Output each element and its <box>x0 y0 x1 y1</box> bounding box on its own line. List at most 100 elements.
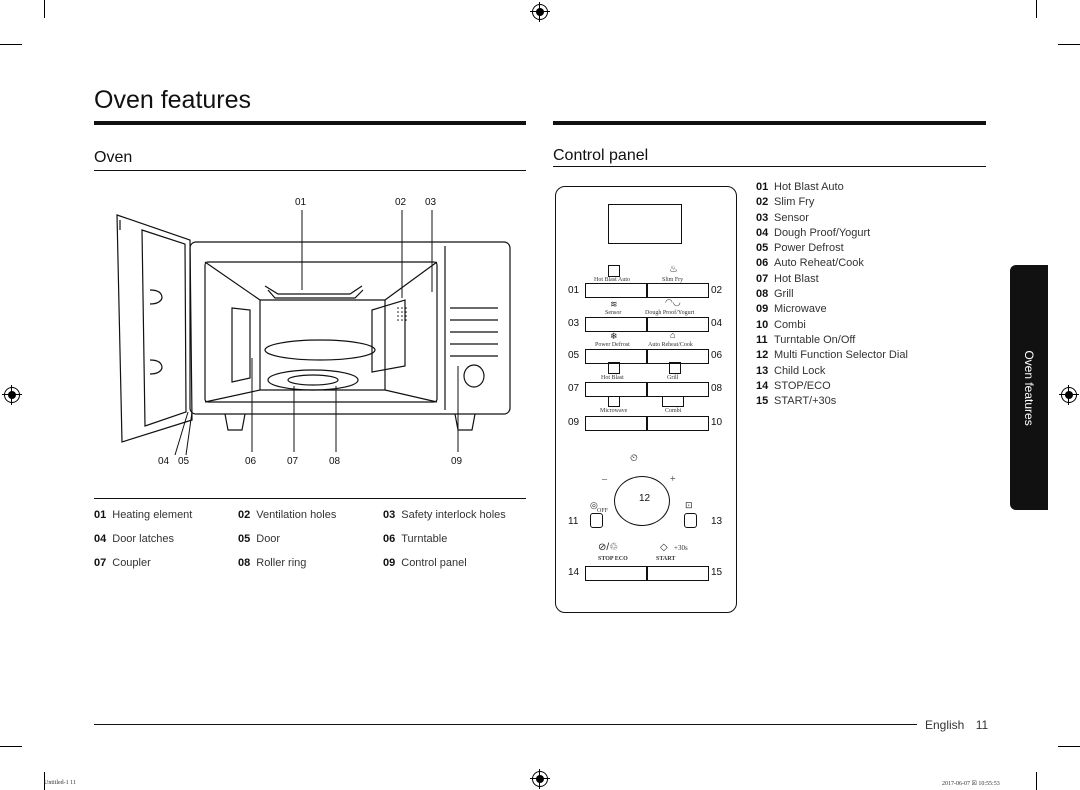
oven-callout-01: 01 <box>295 197 307 208</box>
panel-button <box>646 317 709 332</box>
registration-mark-icon <box>2 385 22 405</box>
panel-label: Slim Fry <box>662 277 684 283</box>
crop-mark <box>1036 772 1037 790</box>
stop-eco-icon: ⊘/♲ <box>598 542 619 553</box>
print-info-right: 2017-06-07 ☒ 10:55:53 <box>942 781 1000 787</box>
panel-label: Dough Proof/Yogurt <box>645 310 695 316</box>
panel-label: Hot Blast Auto <box>594 277 631 283</box>
section-divider <box>553 166 986 167</box>
dough-proof-icon: ◠◡ <box>665 297 681 307</box>
panel-callout: 10 <box>711 417 723 428</box>
panel-label: Hot Blast <box>601 375 624 381</box>
crop-mark <box>0 44 22 45</box>
panel-label: Auto Reheat/Cook <box>648 342 693 348</box>
panel-button <box>646 416 709 431</box>
crop-mark <box>1058 746 1080 747</box>
panel-button <box>646 382 709 397</box>
footer-rule <box>94 724 917 725</box>
grill-icon <box>669 362 681 374</box>
panel-button <box>585 566 648 581</box>
panel-callout: 01 <box>568 285 580 296</box>
hot-blast-auto-icon <box>608 265 620 277</box>
crop-mark <box>1058 44 1080 45</box>
panel-callout: 12 <box>639 493 651 504</box>
plus30-label: +30s <box>674 544 688 552</box>
dial-minus-label: – <box>602 474 607 485</box>
lock-icon: ⊡ <box>685 500 693 510</box>
panel-button <box>585 416 648 431</box>
crop-mark <box>0 746 22 747</box>
panel-callout: 09 <box>568 417 580 428</box>
oven-callout-04: 04 <box>158 456 170 467</box>
oven-callout-09: 09 <box>451 456 463 467</box>
turntable-icon: ◎ <box>590 500 598 510</box>
oven-callout-07: 07 <box>287 456 299 467</box>
sensor-icon: ≋ <box>610 299 618 309</box>
panel-callout: 08 <box>711 383 723 394</box>
panel-button <box>646 283 709 298</box>
print-info-left: Untitled-1 11 <box>44 780 76 786</box>
section-divider <box>553 121 986 125</box>
panel-button <box>585 349 648 364</box>
start-icon: ◇ <box>660 542 668 553</box>
dial-icon: ⏲ <box>630 453 638 464</box>
dial-plus-label: + <box>670 474 676 485</box>
panel-callout: 11 <box>568 516 579 527</box>
start-label: START <box>656 556 676 562</box>
turntable-button <box>590 513 603 528</box>
panel-callout: 04 <box>711 318 723 329</box>
registration-mark-icon <box>1059 385 1079 405</box>
panel-label: Grill <box>667 375 679 381</box>
power-defrost-icon: ❄ <box>610 331 618 341</box>
panel-callout: 06 <box>711 350 723 361</box>
oven-callout-02: 02 <box>395 197 407 208</box>
oven-heading: Oven <box>94 149 133 166</box>
selector-dial <box>614 476 670 526</box>
oven-callout-03: 03 <box>425 197 437 208</box>
oven-callout-05: 05 <box>178 456 190 467</box>
legend-divider <box>94 498 526 499</box>
control-panel-diagram <box>555 186 737 613</box>
hot-blast-icon <box>608 362 620 374</box>
footer-page: English 11 <box>925 718 989 732</box>
oven-callout-06: 06 <box>245 456 257 467</box>
panel-callout: 05 <box>568 350 580 361</box>
oven-callout-08: 08 <box>329 456 341 467</box>
crop-mark <box>44 0 45 18</box>
registration-mark-icon <box>530 2 550 22</box>
panel-button <box>585 317 648 332</box>
combi-icon <box>662 396 684 407</box>
crop-mark <box>1036 0 1037 18</box>
stop-eco-label: STOP ECO <box>598 556 628 562</box>
display-window <box>608 204 682 244</box>
panel-button <box>646 566 709 581</box>
panel-callout: 02 <box>711 285 723 296</box>
side-tab: Oven features <box>1010 265 1048 510</box>
panel-label: Combi <box>665 408 682 414</box>
panel-button <box>585 382 648 397</box>
section-divider <box>94 170 526 171</box>
panel-callout: 13 <box>711 516 723 527</box>
panel-callout: 03 <box>568 318 580 329</box>
control-panel-heading: Control panel <box>553 147 649 164</box>
panel-label: Sensor <box>605 310 622 316</box>
off-label: OFF <box>597 508 609 514</box>
